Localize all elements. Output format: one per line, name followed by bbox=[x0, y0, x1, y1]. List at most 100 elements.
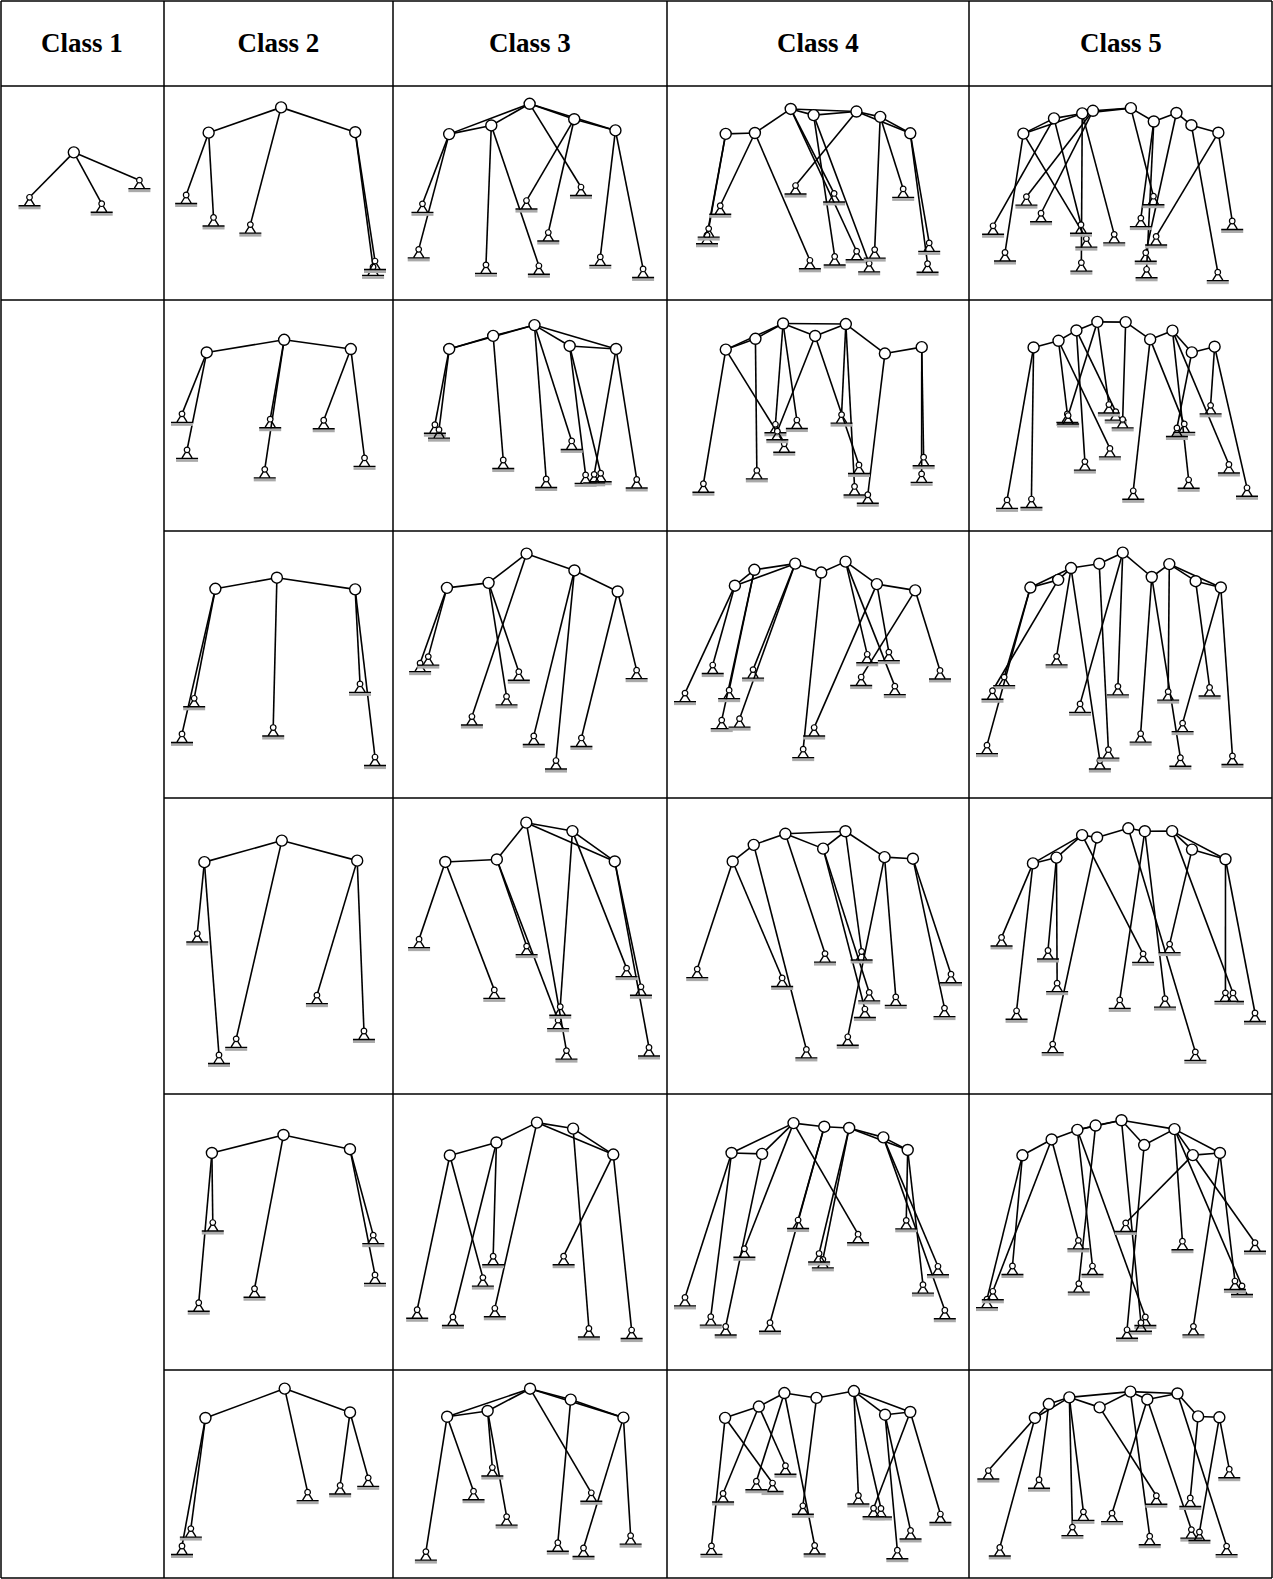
support-pin bbox=[1252, 1010, 1258, 1016]
link-bar bbox=[616, 349, 637, 480]
link-bar bbox=[846, 324, 885, 354]
ground-support bbox=[313, 417, 335, 432]
link-bar bbox=[1005, 134, 1023, 253]
ground-support bbox=[1172, 720, 1194, 735]
linkage-figure bbox=[982, 103, 1243, 285]
joint bbox=[1171, 107, 1182, 118]
link-bar bbox=[355, 132, 375, 261]
support-pin bbox=[1138, 1320, 1144, 1326]
ground-support bbox=[774, 1463, 796, 1478]
ground-support bbox=[1081, 1263, 1103, 1278]
link-bar bbox=[1130, 1392, 1149, 1537]
ground-support bbox=[1221, 753, 1243, 768]
ground-hatch bbox=[408, 948, 430, 951]
link-bar bbox=[497, 859, 558, 1020]
link-bar bbox=[1191, 125, 1217, 272]
ground-hatch bbox=[1179, 1507, 1201, 1510]
link-bar bbox=[755, 109, 791, 133]
ground-hatch bbox=[1030, 222, 1052, 225]
support-pin bbox=[524, 198, 530, 204]
joint bbox=[1077, 830, 1088, 841]
joint bbox=[1187, 1150, 1198, 1161]
support-pin bbox=[372, 1272, 378, 1278]
support-pin bbox=[856, 1493, 862, 1499]
ground-support bbox=[176, 447, 198, 462]
link-bar bbox=[1130, 1392, 1177, 1394]
support-pin bbox=[919, 471, 925, 477]
link-bar bbox=[846, 562, 895, 687]
header-text: Class 1 bbox=[41, 28, 123, 59]
joint bbox=[1027, 858, 1038, 869]
link-bar bbox=[1112, 1399, 1147, 1513]
table-rule bbox=[1, 85, 1272, 87]
link-bar bbox=[1211, 347, 1215, 406]
ground-support bbox=[981, 688, 1003, 703]
ground-support bbox=[357, 1475, 379, 1490]
ground-hatch bbox=[1159, 953, 1181, 956]
support-pin bbox=[1090, 1263, 1096, 1269]
ground-support bbox=[408, 247, 430, 262]
ground-hatch bbox=[1142, 205, 1164, 208]
ground-hatch bbox=[773, 453, 795, 456]
ground-support bbox=[1166, 425, 1188, 440]
ground-hatch bbox=[528, 275, 550, 278]
joint bbox=[1053, 574, 1064, 585]
joint bbox=[1064, 1392, 1075, 1403]
link-bar bbox=[495, 1123, 537, 1309]
ground-support bbox=[1136, 266, 1158, 281]
ground-hatch bbox=[508, 681, 530, 684]
ground-hatch bbox=[1130, 743, 1152, 746]
support-pin bbox=[900, 186, 906, 192]
joint bbox=[203, 127, 214, 138]
link-bar bbox=[987, 588, 1030, 746]
link-bar bbox=[584, 1418, 624, 1548]
support-pin bbox=[1154, 1493, 1160, 1499]
support-pin bbox=[1076, 1238, 1082, 1244]
link-bar bbox=[1174, 1129, 1219, 1153]
link-bar bbox=[711, 1418, 725, 1546]
ground-hatch bbox=[1221, 765, 1243, 768]
support-pin bbox=[531, 733, 537, 739]
joint bbox=[1117, 547, 1128, 558]
link-bar bbox=[1220, 1153, 1235, 1281]
ground-hatch bbox=[244, 1298, 266, 1301]
link-bar bbox=[854, 1391, 910, 1412]
support-pin bbox=[516, 669, 522, 675]
linkage-figure bbox=[409, 548, 648, 772]
support-pin bbox=[920, 1282, 926, 1288]
link-bar bbox=[733, 861, 782, 977]
joint bbox=[525, 1383, 536, 1394]
joint bbox=[1116, 1115, 1127, 1126]
linkage-figure bbox=[188, 1129, 386, 1314]
link-bar bbox=[182, 1418, 205, 1546]
ground-hatch bbox=[1057, 425, 1079, 428]
support-pin bbox=[795, 1217, 801, 1223]
joint bbox=[840, 556, 851, 567]
ground-hatch bbox=[313, 429, 335, 432]
link-bar bbox=[450, 1142, 497, 1155]
link-bar bbox=[618, 592, 637, 671]
ground-support bbox=[417, 654, 439, 669]
link-bar bbox=[1193, 1155, 1255, 1243]
link-bar bbox=[573, 1129, 613, 1155]
support-pin bbox=[921, 454, 927, 460]
support-pin bbox=[871, 1505, 877, 1511]
linkage-figure bbox=[186, 835, 375, 1067]
link-bar bbox=[530, 1389, 623, 1418]
ground-hatch bbox=[91, 213, 113, 216]
ground-support bbox=[1068, 1281, 1090, 1296]
ground-hatch bbox=[442, 1326, 464, 1329]
ground-hatch bbox=[1028, 1489, 1050, 1492]
joint bbox=[720, 1412, 731, 1423]
link-bar bbox=[1225, 859, 1227, 993]
joint bbox=[611, 343, 622, 354]
link-bar bbox=[1219, 1417, 1229, 1469]
link-bar bbox=[1077, 1130, 1092, 1266]
support-pin bbox=[706, 226, 712, 232]
support-pin bbox=[878, 1506, 884, 1512]
ground-support bbox=[175, 192, 197, 207]
ground-hatch bbox=[1221, 230, 1243, 233]
support-pin bbox=[1107, 446, 1113, 452]
ground-hatch bbox=[555, 1060, 577, 1063]
